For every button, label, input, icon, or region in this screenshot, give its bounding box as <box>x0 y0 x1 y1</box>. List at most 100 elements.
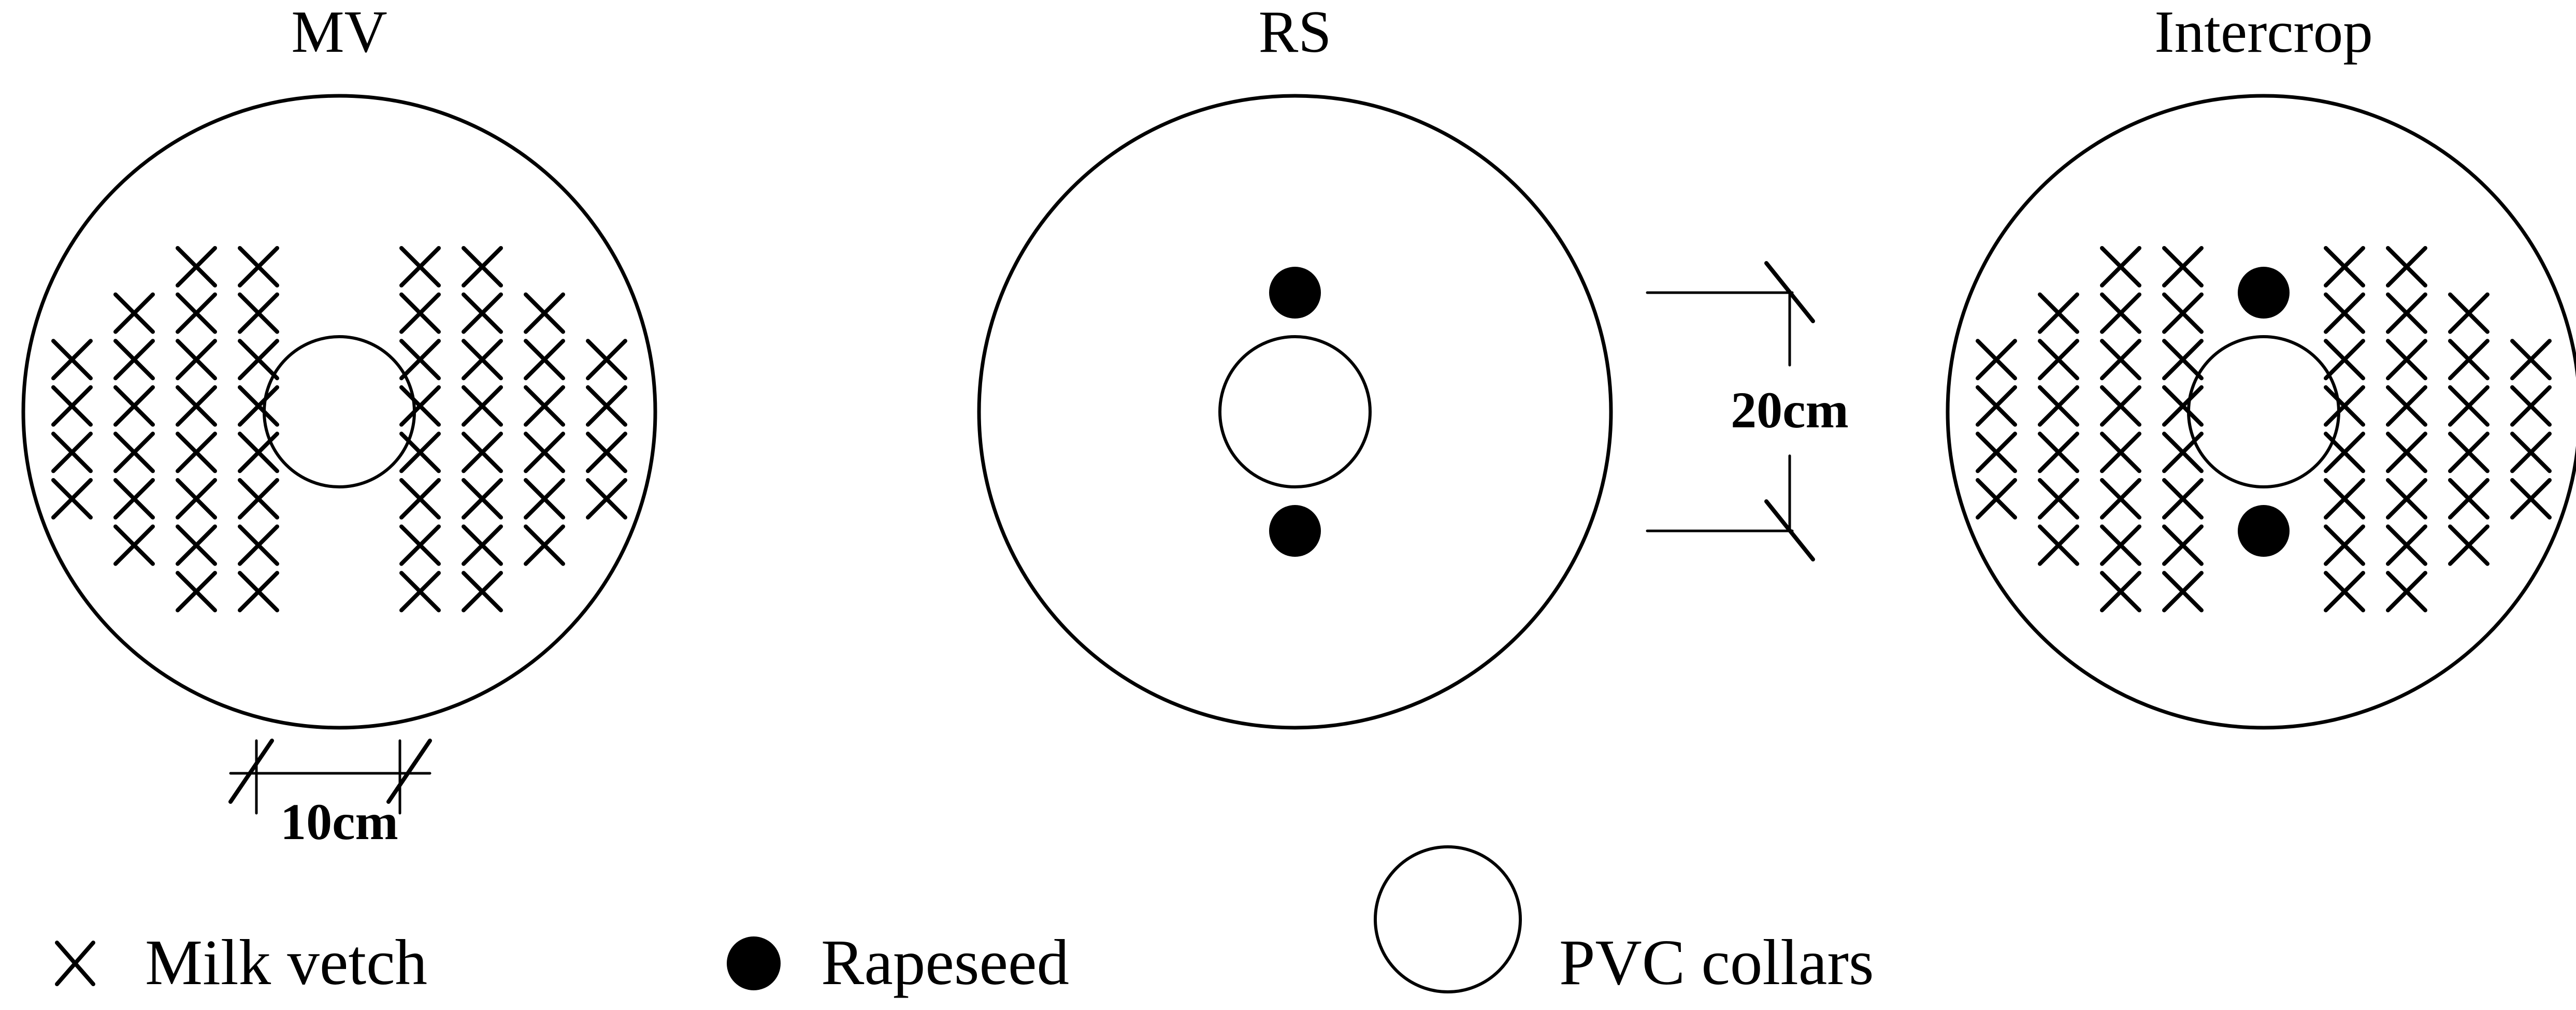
milk-vetch-cross <box>524 431 565 473</box>
panel-mv <box>21 94 657 730</box>
milk-vetch-cross <box>238 246 279 287</box>
milk-vetch-cross <box>524 339 565 381</box>
milk-vetch-cross <box>2162 478 2204 520</box>
milk-vetch-cross <box>2386 339 2427 381</box>
milk-vetch-cross <box>2324 478 2365 520</box>
milk-vetch-cross <box>524 385 565 427</box>
pvc-collar-intercrop <box>2187 335 2340 488</box>
milk-vetch-cross <box>2162 339 2204 381</box>
milk-vetch-cross <box>586 385 627 427</box>
milk-vetch-cross <box>176 385 217 427</box>
milk-vetch-cross <box>238 292 279 334</box>
milk-vetch-cross <box>462 385 503 427</box>
milk-vetch-cross <box>2386 385 2427 427</box>
milk-vetch-cross <box>113 292 155 334</box>
rapeseed-plant-top <box>2238 267 2290 319</box>
milk-vetch-cross <box>2448 292 2489 334</box>
milk-vetch-cross <box>399 339 441 381</box>
milk-vetch-cross <box>399 246 441 287</box>
milk-vetch-cross <box>176 478 217 520</box>
pvc-collar-rs <box>1218 335 1372 488</box>
milk-vetch-cross <box>2386 431 2427 473</box>
milk-vetch-cross <box>176 524 217 566</box>
milk-vetch-cross <box>1976 339 2017 381</box>
milk-vetch-cross <box>399 524 441 566</box>
milk-vetch-cross <box>113 339 155 381</box>
milk-vetch-cross <box>524 292 565 334</box>
milk-vetch-cross <box>586 339 627 381</box>
milk-vetch-cross <box>462 339 503 381</box>
milk-vetch-cross <box>2162 571 2204 613</box>
rapeseed-spacing-tick-top <box>1764 261 1815 323</box>
milk-vetch-cross <box>2100 246 2141 287</box>
milk-vetch-cross <box>238 571 279 613</box>
rapeseed-spacing-label: 20cm <box>1731 381 1849 439</box>
milk-vetch-cross <box>113 431 155 473</box>
milk-vetch-cross <box>1976 431 2017 473</box>
milk-vetch-cross <box>586 431 627 473</box>
legend-item-milk-vetch: Milk vetch <box>55 927 427 999</box>
milk-vetch-cross <box>2100 431 2141 473</box>
milk-vetch-cross <box>2038 385 2079 427</box>
milk-vetch-cross <box>2448 339 2489 381</box>
milk-vetch-cross <box>2510 478 2552 520</box>
milk-vetch-cross <box>462 478 503 520</box>
plot-boundary-rs <box>977 94 1613 730</box>
panel-intercrop <box>1946 94 2576 730</box>
milk-vetch-cross <box>176 571 217 613</box>
milk-vetch-cross <box>2324 571 2365 613</box>
milk-vetch-cross <box>2162 292 2204 334</box>
plot-boundary-mv <box>21 94 657 730</box>
milk-vetch-cross <box>2100 478 2141 520</box>
milk-vetch-cross <box>2100 339 2141 381</box>
rapeseed-plant-top <box>1269 267 1321 319</box>
milk-vetch-cross <box>462 524 503 566</box>
milk-vetch-cross <box>399 385 441 427</box>
milk-vetch-cross <box>2324 431 2365 473</box>
milk-vetch-cross <box>2324 385 2365 427</box>
rapeseed-spacing-tick-bottom <box>1764 499 1815 561</box>
rapeseed-plant-bottom <box>1269 505 1321 557</box>
milk-vetch-cross <box>399 431 441 473</box>
milk-vetch-cross <box>2386 571 2427 613</box>
milk-vetch-cross <box>2448 524 2489 566</box>
filled-dot-icon <box>727 936 781 990</box>
milk-vetch-cross <box>462 292 503 334</box>
panel-title-intercrop: Intercrop <box>2154 0 2372 65</box>
milk-vetch-cross <box>2038 292 2079 334</box>
milk-vetch-cross <box>2324 339 2365 381</box>
milk-vetch-cross <box>2100 571 2141 613</box>
milk-vetch-cross <box>524 524 565 566</box>
milk-vetch-cross <box>2162 246 2204 287</box>
milk-vetch-cross <box>51 385 93 427</box>
milk-vetch-cross <box>1976 385 2017 427</box>
legend-label-milk-vetch: Milk vetch <box>145 927 427 999</box>
milk-vetch-cross <box>2100 292 2141 334</box>
cross-icon <box>55 941 95 986</box>
plot-boundary-intercrop <box>1946 94 2576 730</box>
milk-vetch-cross <box>2162 385 2204 427</box>
milk-vetch-cross <box>2038 478 2079 520</box>
legend-item-pvc-collars: PVC collars <box>1374 845 1874 999</box>
milk-vetch-cross <box>51 339 93 381</box>
row-spacing-label: 10cm <box>280 793 398 850</box>
milk-vetch-cross <box>176 339 217 381</box>
row-spacing-tick-left <box>228 739 274 804</box>
milk-vetch-cross <box>462 431 503 473</box>
milk-vetch-cross <box>2100 385 2141 427</box>
milk-vetch-cross <box>2448 385 2489 427</box>
milk-vetch-cross <box>238 339 279 381</box>
milk-vetch-cross <box>462 571 503 613</box>
milk-vetch-cross <box>399 292 441 334</box>
milk-vetch-cross <box>586 478 627 520</box>
milk-vetch-cross <box>2510 385 2552 427</box>
row-spacing-tick-right <box>386 739 432 804</box>
legend-label-rapeseed: Rapeseed <box>821 927 1069 999</box>
milk-vetch-cross <box>2038 431 2079 473</box>
row-spacing-dimension: 10cm <box>228 739 432 850</box>
milk-vetch-cross <box>238 478 279 520</box>
milk-vetch-cross <box>176 431 217 473</box>
pvc-collar-mv <box>263 335 416 488</box>
milk-vetch-cross <box>2386 292 2427 334</box>
